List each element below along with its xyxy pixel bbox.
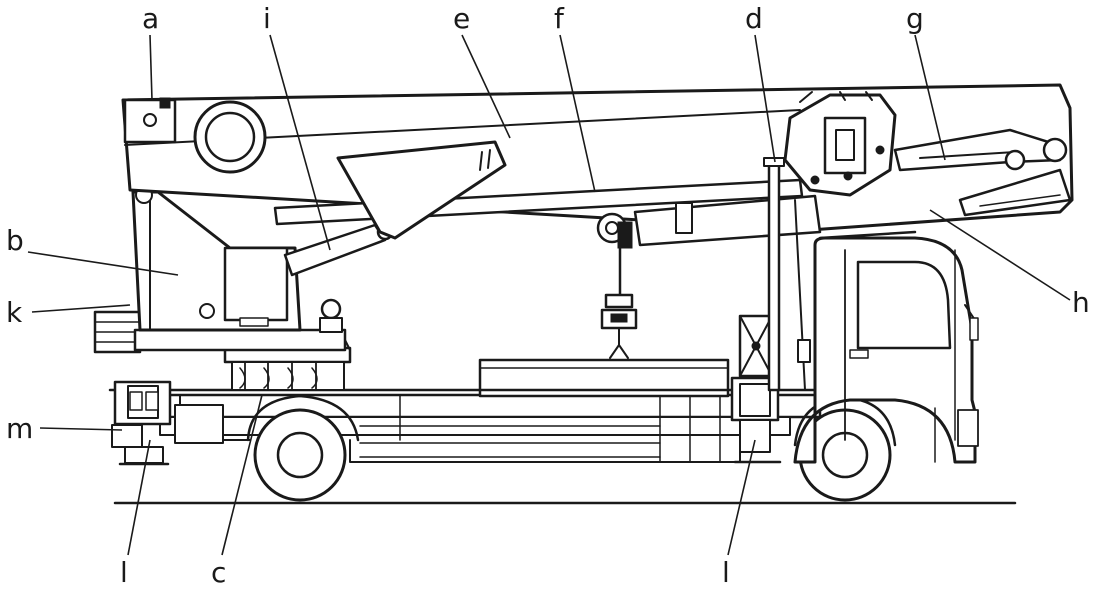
leader-m [39,427,123,431]
callout-i: i [263,2,271,35]
truck-cab [793,230,979,464]
leader-l-front [727,439,756,556]
callout-labels: a i e f d g b k h m l c l [6,2,1090,589]
callout-e: e [453,2,470,35]
leader-f [559,34,596,193]
leader-e [461,34,511,139]
callout-l-front: l [722,556,730,589]
leader-d [754,34,776,163]
boom-base-frame [93,186,351,354]
callout-d: d [745,2,763,35]
leader-k [31,304,131,313]
leader-g [914,34,946,161]
turntable [223,346,352,391]
callout-h: h [1072,286,1090,319]
truck-chassis [108,358,832,463]
leader-a [149,34,153,101]
rear-outrigger [111,380,172,466]
rear-wheel [246,394,360,502]
callout-c: c [211,556,226,589]
callout-a: a [142,2,159,35]
front-outrigger [730,314,782,464]
leader-i [269,34,331,251]
callout-m: m [6,412,33,445]
hook-block [596,212,638,359]
callout-k: k [6,296,23,329]
boom-head-assembly [783,91,1072,217]
callout-g: g [906,2,924,35]
leader-h [929,209,1071,301]
leader-lines [27,34,1071,556]
callout-f: f [554,2,565,35]
leader-b [27,251,179,276]
leader-c [221,394,263,556]
leader-l-rear [127,439,151,556]
support-mast [763,157,811,392]
lift-cylinder [283,223,394,277]
callout-b: b [6,224,24,257]
callout-l-rear: l [120,556,128,589]
